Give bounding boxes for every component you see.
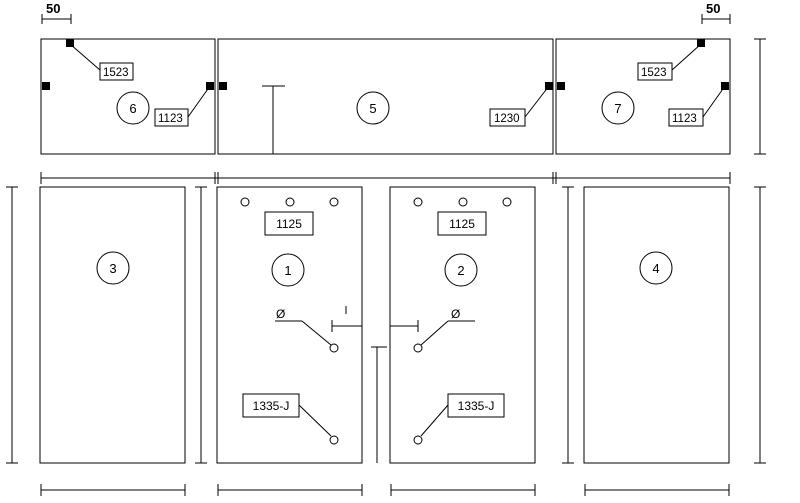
tag-box [489,108,526,127]
tag-label: 1335-J [458,399,495,413]
tag-box [154,108,189,127]
panel-number-circle [96,251,130,285]
panel-number-circle [601,91,635,125]
panel-5: 1230 5 [217,38,554,155]
hole-marker [285,197,295,207]
tag-label: 1123 [672,113,697,125]
dimension-left-50: 50 [41,1,72,24]
tag-box [437,211,487,236]
panel-1: 1125 1 Ø 1335-J [216,186,363,464]
lock-marker [329,343,339,353]
dimension-right-50: 50 [701,1,731,24]
panel-2: 1125 2 Ø 1335-J [389,186,536,464]
panel-number: 3 [109,261,116,276]
panel-number-circle [116,91,150,125]
panel-number: 5 [369,101,376,116]
panel-number: 6 [129,101,136,116]
hole-marker [458,197,468,207]
tag-label: 1125 [449,217,475,231]
hinge-marker [697,39,705,47]
panel-3: 3 [39,186,186,464]
panel-number: 7 [614,101,621,116]
panel-number-circle [356,91,390,125]
tag-label: 1230 [494,113,520,125]
hole-marker [240,197,250,207]
tag-box [637,62,673,81]
panel-number-circle [639,251,673,285]
dimension-line-horizontal [40,484,730,496]
lock-marker [329,435,339,445]
dimension-line-vertical [371,346,387,463]
hole-marker [329,197,339,207]
diameter-symbol: Ø [276,307,285,321]
hinge-marker [557,82,565,90]
panel-4: 4 [583,186,730,464]
hinge-marker [42,82,50,90]
dimension-line-vertical [754,38,766,155]
tag-label: 1523 [641,67,667,79]
tag-label: 1123 [158,113,183,125]
dimension-line-horizontal [40,172,731,184]
lock-marker [413,435,423,445]
dimension-line-vertical [6,186,207,464]
hole-marker [413,197,423,207]
hinge-marker [66,39,74,47]
panel-number-circle [271,253,305,287]
panel-7: 1523 1123 7 [555,38,731,155]
tag-label: 1523 [103,67,129,79]
dimension-left-label: 50 [46,1,60,16]
tag-label: 1335-J [253,399,290,413]
tag-box [264,211,314,236]
panel-number: 2 [457,263,464,278]
panel-number: 1 [284,263,291,278]
dimension-right-label: 50 [706,1,720,16]
tag-box [99,62,134,81]
panel-6: 1523 1123 6 [40,38,216,155]
tag-box [668,108,704,127]
panel-number-circle [444,253,478,287]
hole-marker [502,197,512,207]
tag-label: 1125 [276,217,302,231]
dimension-line-vertical [754,186,766,464]
hinge-marker [219,82,227,90]
diameter-symbol: Ø [451,307,460,321]
panel-number: 4 [652,261,659,276]
lock-marker [413,343,423,353]
dimension-line-vertical [562,186,574,464]
